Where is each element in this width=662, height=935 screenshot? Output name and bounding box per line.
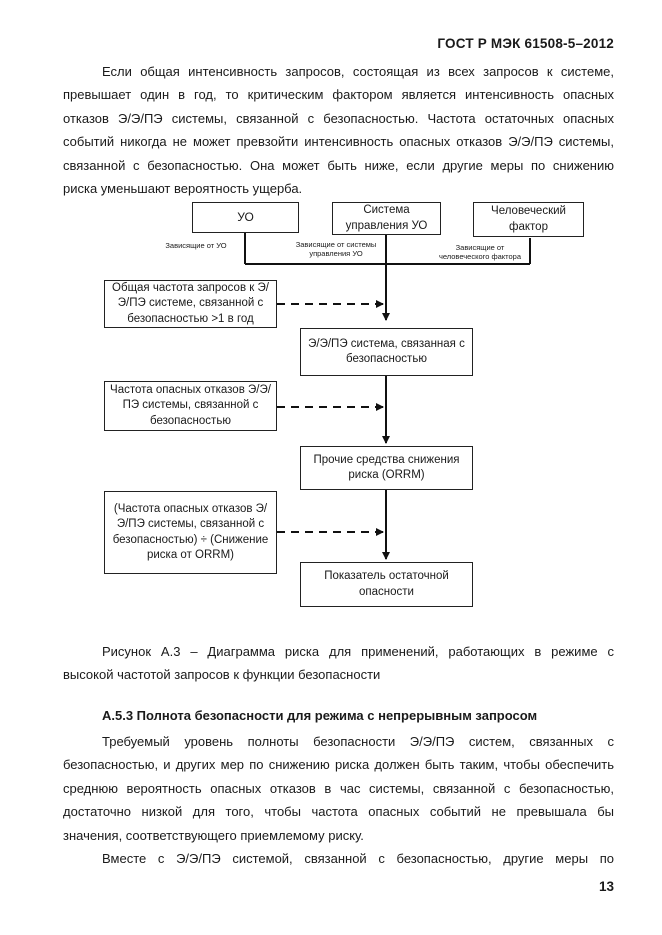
intro-line: Если общая интенсивность запросов, состо… — [102, 64, 614, 79]
residual-risk-box: Показатель остаточной опасности — [300, 562, 473, 607]
figure-caption: Рисунок А.3 – Диаграмма риска для примен… — [63, 640, 614, 686]
section-line: Требуемый уровень полноты безопасности Э… — [102, 734, 614, 749]
ratio-box: (Частота опасных отказов Э/Э/ПЭ системы,… — [104, 491, 277, 574]
dependency-label-uo: Зависящие от УО — [165, 241, 227, 250]
section-line: значения, соответствующего приемлемому р… — [63, 827, 364, 843]
section-paragraph: Требуемый уровень полноты безопасности Э… — [63, 730, 614, 870]
human-factor-box: Человеческий фактор — [473, 202, 584, 237]
uo-box: УО — [192, 202, 299, 233]
ee-pe-system-box: Э/Э/ПЭ система, связанная с безопасность… — [300, 328, 473, 376]
caption-line: высокой частотой запросов к функции безо… — [63, 667, 381, 682]
intro-line: превышает один в год, то критическим фак… — [63, 87, 614, 103]
document-header: ГОСТ Р МЭК 61508-5–2012 — [437, 36, 614, 51]
dependency-label-control: Зависящие от системы управления УО — [295, 240, 377, 258]
intro-line: связанной с безопасностью. Она может быт… — [63, 157, 614, 173]
intro-line: отказов Э/Э/ПЭ системы, связанной с безо… — [63, 110, 614, 126]
control-system-box: Система управления УО — [332, 202, 441, 235]
intro-paragraph: Если общая интенсивность запросов, состо… — [63, 60, 614, 200]
demand-rate-box: Общая частота запросов к Э/Э/ПЭ системе,… — [104, 280, 277, 328]
intro-line: событий никогда не может превзойти интен… — [63, 134, 614, 150]
section-title: А.5.3 Полнота безопасности для режима с … — [102, 708, 538, 723]
section-line: достаточно низкой для того, чтобы частот… — [63, 804, 614, 820]
failure-rate-box: Частота опасных отказов Э/Э/ПЭ системы, … — [104, 381, 277, 431]
page-number: 13 — [598, 879, 614, 894]
dependency-label-human: Зависящие от человеческого фактора — [438, 243, 522, 261]
caption-line: Рисунок А.3 – Диаграмма риска для примен… — [102, 644, 614, 659]
section-line: безопасностью, и других мер по снижению … — [63, 757, 614, 773]
intro-line: риска уменьшают вероятность ущерба. — [63, 181, 303, 197]
orrm-box: Прочие средства снижения риска (ORRM) — [300, 446, 473, 490]
section-line: Вместе с Э/Э/ПЭ системой, связанной с бе… — [102, 851, 614, 867]
section-line: среднюю вероятность опасных отказов в ча… — [63, 780, 614, 796]
